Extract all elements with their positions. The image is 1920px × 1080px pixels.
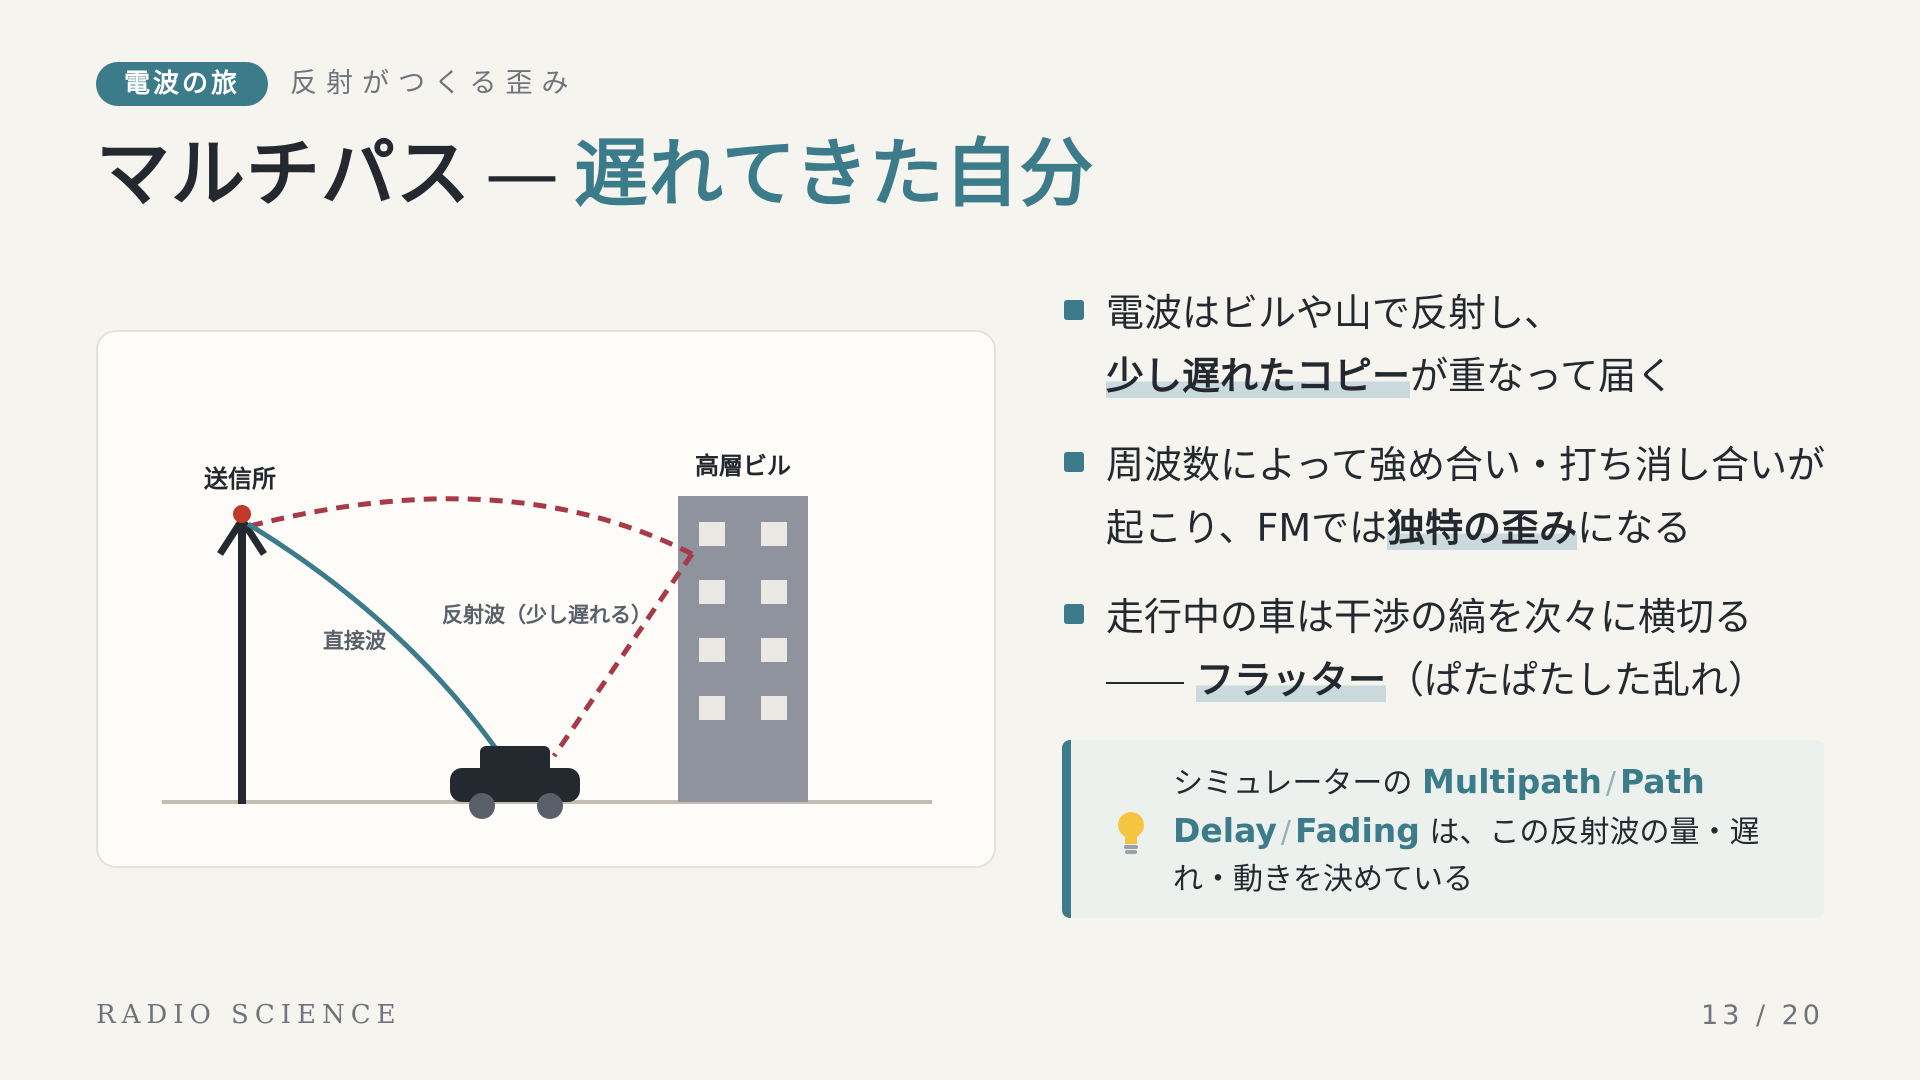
tip-term-path-delay: Path Delay	[1173, 762, 1705, 850]
bullet-marker	[1064, 300, 1084, 320]
lightbulb-icon	[1118, 812, 1144, 854]
bullet-list: 電波はビルや山で反射し、 少し遅れたコピーが重なって届く 周波数によって強め合い…	[1064, 282, 1844, 738]
reflected-wave-path-down	[551, 552, 695, 758]
tip-post: は、この反射波の量・遅れ・動きを決めている	[1173, 815, 1760, 897]
page-number: 13 / 20	[1701, 1000, 1824, 1031]
label-building: 高層ビル	[695, 452, 791, 480]
transmitter-tower	[238, 522, 246, 804]
label-transmitter: 送信所	[204, 465, 276, 493]
bullet-marker	[1064, 604, 1084, 624]
bullet-line: 少し遅れたコピーが重なって届く	[1106, 345, 1844, 408]
bullet-text: になる	[1577, 506, 1692, 550]
bullet-highlight: 少し遅れたコピー	[1106, 354, 1411, 398]
reflected-wave-path	[249, 496, 694, 557]
bullet-line: フラッター（ぱたぱたした乱れ）	[1106, 649, 1844, 712]
title-accent: 遅れてきた自分	[574, 131, 1095, 217]
bullet-highlight: 独特の歪み	[1387, 506, 1578, 550]
bullet-line: 周波数によって強め合い・打ち消し合いが	[1106, 443, 1825, 487]
bullet-item: 電波はビルや山で反射し、 少し遅れたコピーが重なって届く	[1064, 282, 1844, 408]
footer-brand: RADIO SCIENCE	[96, 1000, 402, 1030]
multipath-diagram: 送信所 高層ビル 直接波 反射波（少し遅れる）	[162, 452, 932, 819]
page-title: マルチパス—遅れてきた自分	[96, 124, 1095, 224]
title-main: マルチパス	[96, 131, 471, 217]
title-dash: —	[485, 131, 560, 217]
bullet-text: （ぱたぱたした乱れ）	[1386, 658, 1767, 702]
building-windows	[699, 522, 787, 720]
bullet-line: 起こり、FMでは独特の歪みになる	[1106, 497, 1844, 560]
tip-text: シミュレーターの Multipath/Path Delay/Fading は、こ…	[1173, 758, 1813, 903]
bullet-line: 電波はビルや山で反射し、	[1106, 291, 1563, 335]
bullet-text: が重なって届く	[1410, 354, 1675, 398]
bullet-marker	[1064, 452, 1084, 472]
dash-lead	[1106, 681, 1184, 684]
bullet-highlight: フラッター	[1196, 658, 1387, 702]
car-icon	[450, 746, 580, 819]
bullet-text: 起こり、FMでは	[1106, 506, 1388, 550]
tip-term-fading: Fading	[1294, 811, 1420, 850]
tip-pre: シミュレーターの	[1173, 766, 1413, 801]
bullet-item: 周波数によって強め合い・打ち消し合いが 起こり、FMでは独特の歪みになる	[1064, 434, 1844, 560]
tip-box: シミュレーターの Multipath/Path Delay/Fading は、こ…	[1062, 740, 1824, 918]
tip-separator: /	[1280, 815, 1291, 850]
building	[678, 496, 808, 802]
direct-wave-path	[246, 521, 507, 762]
tip-separator: /	[1605, 766, 1616, 801]
label-direct-wave: 直接波	[323, 629, 387, 653]
section-subtitle: 反射がつくる歪み	[290, 68, 578, 99]
tip-term-multipath: Multipath	[1421, 762, 1602, 801]
bullet-item: 走行中の車は干渉の縞を次々に横切る フラッター（ぱたぱたした乱れ）	[1064, 586, 1844, 712]
multipath-diagram-card: 送信所 高層ビル 直接波 反射波（少し遅れる）	[96, 330, 996, 868]
label-reflected-wave: 反射波（少し遅れる）	[442, 603, 652, 627]
section-tag: 電波の旅	[96, 62, 269, 106]
bullet-line: 走行中の車は干渉の縞を次々に横切る	[1106, 595, 1753, 639]
transmitter-dot	[233, 505, 251, 523]
